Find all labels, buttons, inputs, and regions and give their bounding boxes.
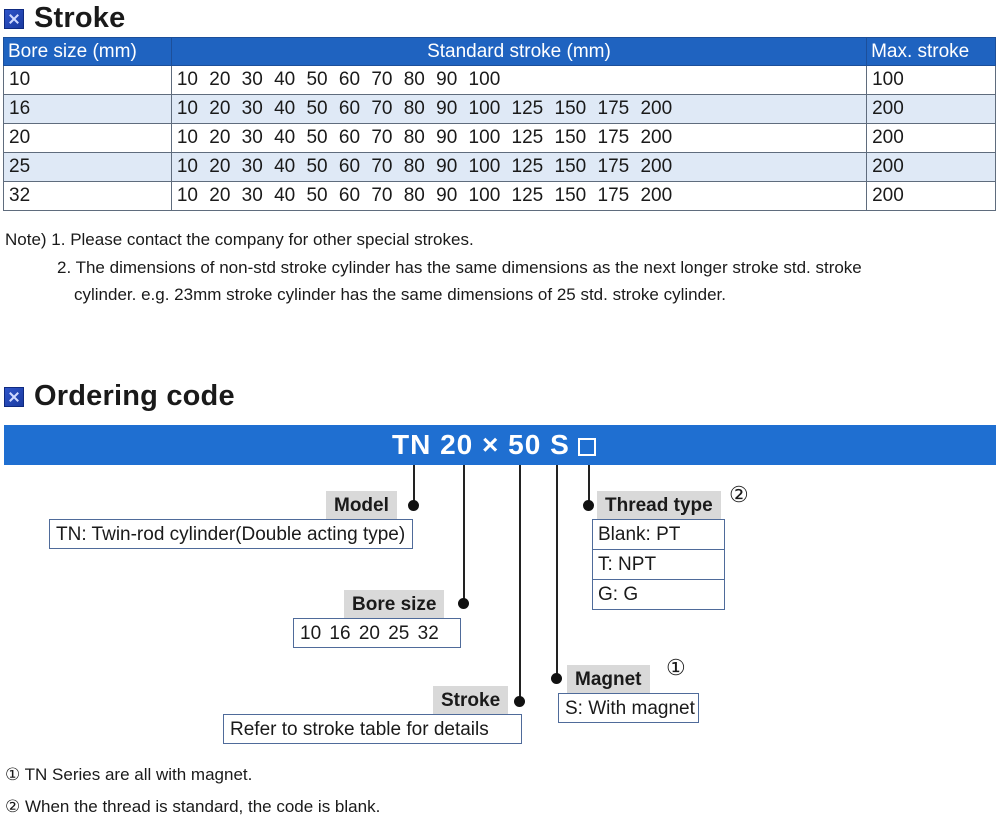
max-stroke-cell: 100	[866, 65, 996, 95]
ordering-code-text: TN 20 × 50 S	[392, 429, 570, 460]
bore-cell: 16	[3, 94, 172, 124]
table-header-row: Bore size (mm) Standard stroke (mm) Max.…	[3, 37, 996, 66]
table-row: 32 10 20 30 40 50 60 70 80 90 100 125 15…	[3, 181, 996, 211]
strokes-cell: 10 20 30 40 50 60 70 80 90 100 125 150 1…	[170, 152, 868, 182]
magnet-dot	[551, 673, 562, 684]
stroke-dot	[514, 696, 525, 707]
max-stroke-cell: 200	[866, 181, 996, 211]
model-dot	[408, 500, 419, 511]
bore-dot	[458, 598, 469, 609]
note-1: Note) 1. Please contact the company for …	[5, 230, 474, 249]
header-bore-size: Bore size (mm)	[3, 37, 172, 66]
thread-connector-line	[588, 465, 590, 507]
model-label: Model	[326, 491, 397, 519]
bore-cell: 32	[3, 181, 172, 211]
magnet-connector-line	[556, 465, 558, 677]
stroke-connector-line	[519, 465, 521, 701]
ordering-code-bar: TN 20 × 50 S	[4, 425, 996, 465]
thread-type-label: Thread type	[597, 491, 721, 519]
bore-size-label: Bore size	[344, 590, 445, 618]
bore-cell: 25	[3, 152, 172, 182]
section-bullet-icon	[4, 8, 24, 29]
footnote-1: ① TN Series are all with magnet.	[5, 765, 253, 784]
note-2: 2. The dimensions of non-std stroke cyli…	[57, 258, 862, 277]
ordering-section-header: Ordering code	[4, 380, 235, 413]
thread-code-box-icon	[577, 438, 596, 456]
stroke-section-header: Stroke	[4, 2, 125, 35]
stroke-label: Stroke	[433, 686, 509, 714]
model-connector-line	[413, 465, 415, 509]
bore-cell: 20	[3, 123, 172, 153]
strokes-cell: 10 20 30 40 50 60 70 80 90 100 125 150 1…	[170, 123, 868, 153]
note-2-continued: cylinder. e.g. 23mm stroke cylinder has …	[74, 285, 726, 304]
thread-options: Blank: PT T: NPT G: G	[592, 519, 725, 610]
header-max-stroke: Max. stroke	[866, 37, 996, 66]
bore-size-value: 10 16 20 25 32	[293, 618, 461, 648]
magnet-marker: ①	[666, 655, 686, 680]
magnet-value: S: With magnet	[558, 693, 699, 723]
thread-marker: ②	[729, 482, 749, 507]
stroke-section-title: Stroke	[34, 2, 126, 34]
table-row: 20 10 20 30 40 50 60 70 80 90 100 125 15…	[3, 123, 996, 153]
strokes-cell: 10 20 30 40 50 60 70 80 90 100 125 150 1…	[170, 94, 868, 124]
model-value: TN: Twin-rod cylinder(Double acting type…	[49, 519, 413, 549]
thread-option: Blank: PT	[598, 524, 681, 545]
strokes-cell: 10 20 30 40 50 60 70 80 90 100 125 150 1…	[170, 181, 868, 211]
max-stroke-cell: 200	[866, 94, 996, 124]
strokes-cell: 10 20 30 40 50 60 70 80 90 100	[170, 65, 868, 95]
section-bullet-icon	[4, 386, 24, 407]
bore-connector-line	[463, 465, 465, 603]
table-row: 16 10 20 30 40 50 60 70 80 90 100 125 15…	[3, 94, 996, 124]
magnet-label: Magnet	[567, 665, 650, 693]
stroke-value: Refer to stroke table for details	[223, 714, 522, 744]
footnote-2: ② When the thread is standard, the code …	[5, 797, 381, 816]
thread-dot	[583, 500, 594, 511]
max-stroke-cell: 200	[866, 152, 996, 182]
header-standard-stroke: Standard stroke (mm)	[170, 37, 868, 66]
stroke-table: Bore size (mm) Standard stroke (mm) Max.…	[3, 37, 996, 211]
ordering-code: TN 20 × 50 S	[392, 425, 596, 465]
ordering-section-title: Ordering code	[34, 380, 235, 412]
thread-option: T: NPT	[593, 549, 724, 579]
bore-cell: 10	[3, 65, 172, 95]
table-row: 25 10 20 30 40 50 60 70 80 90 100 125 15…	[3, 152, 996, 182]
max-stroke-cell: 200	[866, 123, 996, 153]
table-row: 10 10 20 30 40 50 60 70 80 90 100 100	[3, 65, 996, 95]
thread-option: G: G	[593, 579, 724, 609]
